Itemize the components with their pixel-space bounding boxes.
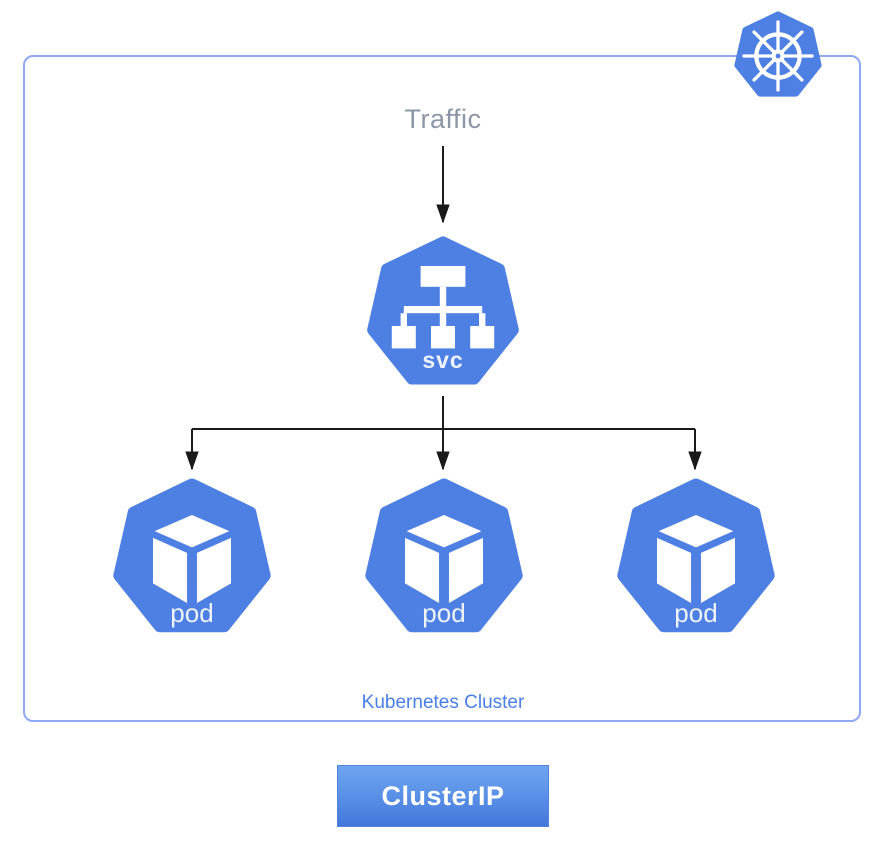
cube-icon [152,515,232,603]
pod-heptagon [113,478,271,633]
pod-heptagon [617,478,775,633]
traffic-label: Traffic [404,104,482,134]
service-heptagon [367,236,519,385]
service-label: svc [422,347,464,373]
pod-label: pod [170,598,214,628]
cube-icon [404,515,484,603]
service-node: svc [363,234,523,394]
cube-icon [656,515,736,603]
clusterip-badge: ClusterIP [337,765,549,827]
pod-heptagon [365,478,523,633]
pod-label: pod [674,598,718,628]
pod-node-2: pod [361,476,527,642]
pod-node-1: pod [109,476,275,642]
pod-node-3: pod [613,476,779,642]
kubernetes-helm-wheel-icon [734,11,822,97]
service-tree-icon [391,266,495,349]
kubernetes-cluster-boundary [23,55,861,722]
pod-label: pod [422,598,466,628]
kubernetes-logo [732,10,824,102]
cluster-caption: Kubernetes Cluster [361,692,525,713]
